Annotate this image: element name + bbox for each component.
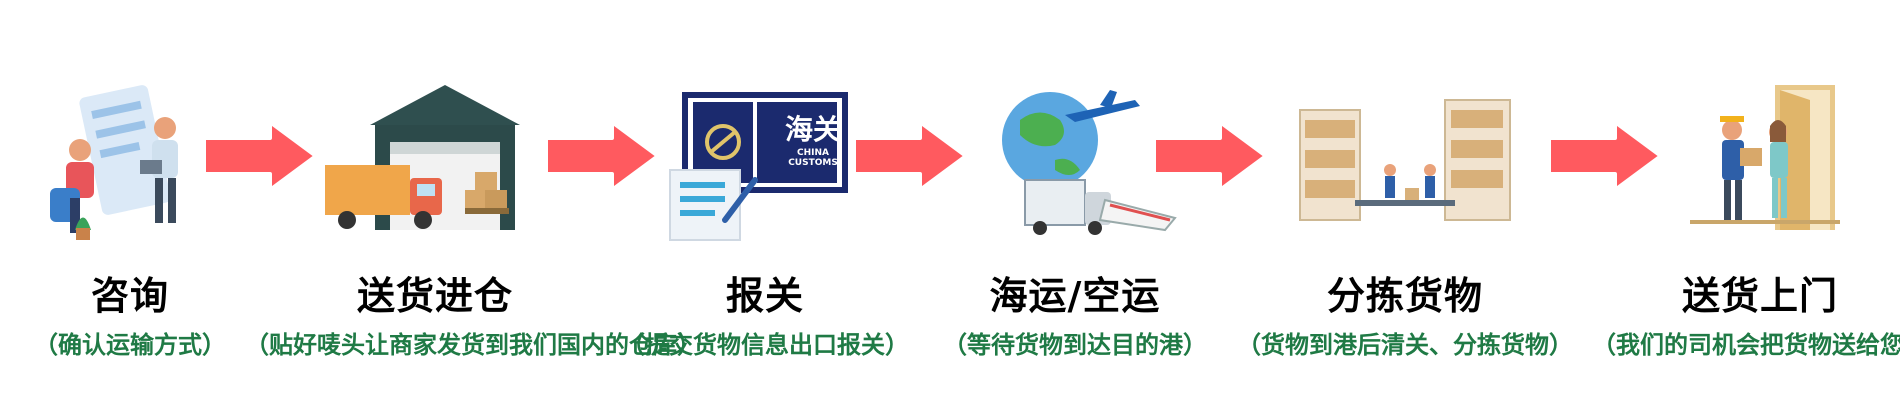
step-title: 咨询 <box>90 274 169 318</box>
arrow-right-icon <box>1152 120 1268 192</box>
step-sea-air-freight: 海运/空运 （等待货物到达目的港） <box>925 60 1225 390</box>
door-delivery-icon <box>1690 85 1840 230</box>
customs-seal-label: 海关 <box>784 113 841 146</box>
step-door-delivery: 送货上门 （我们的司机会把货物送给您） <box>1592 60 1900 390</box>
step-title: 报关 <box>725 274 804 318</box>
step-subtitle: （贴好唛头让商家发货到我们国内的仓库） <box>245 331 701 359</box>
step-subtitle: （货物到港后清关、分拣货物） <box>1237 331 1573 359</box>
warehouse-truck-icon <box>325 85 520 230</box>
consultation-illustration-icon <box>50 85 178 240</box>
step-title: 送货上门 <box>1681 274 1838 318</box>
step-subtitle: （我们的司机会把货物送给您） <box>1592 331 1900 359</box>
step-customs: 海关 CHINA CUSTOMS 报关 （提交货物信息出口报关） <box>615 60 915 390</box>
step-subtitle: （提交货物信息出口报关） <box>621 331 909 359</box>
customs-english-label: CHINA CUSTOMS <box>788 148 838 168</box>
step-sorting: 分拣货物 （货物到港后清关、分拣货物） <box>1237 60 1573 390</box>
sorting-warehouse-icon <box>1299 99 1511 221</box>
arrow-right-icon <box>1547 120 1663 192</box>
step-subtitle: （等待货物到达目的港） <box>943 331 1207 359</box>
globe-plane-truck-icon <box>1002 90 1177 235</box>
arrow-right-icon <box>202 120 318 192</box>
step-title: 海运/空运 <box>989 274 1161 318</box>
step-consult: 咨询 （确认运输方式） <box>0 60 280 390</box>
arrow-right-icon <box>544 120 660 192</box>
step-title: 送货进仓 <box>356 274 513 318</box>
step-subtitle: （确认运输方式） <box>34 331 226 359</box>
step-warehouse-delivery: 送货进仓 （贴好唛头让商家发货到我们国内的仓库） <box>245 60 701 390</box>
arrow-right-icon <box>852 120 968 192</box>
customs-sign-icon <box>669 92 848 241</box>
step-title: 分拣货物 <box>1326 274 1483 318</box>
